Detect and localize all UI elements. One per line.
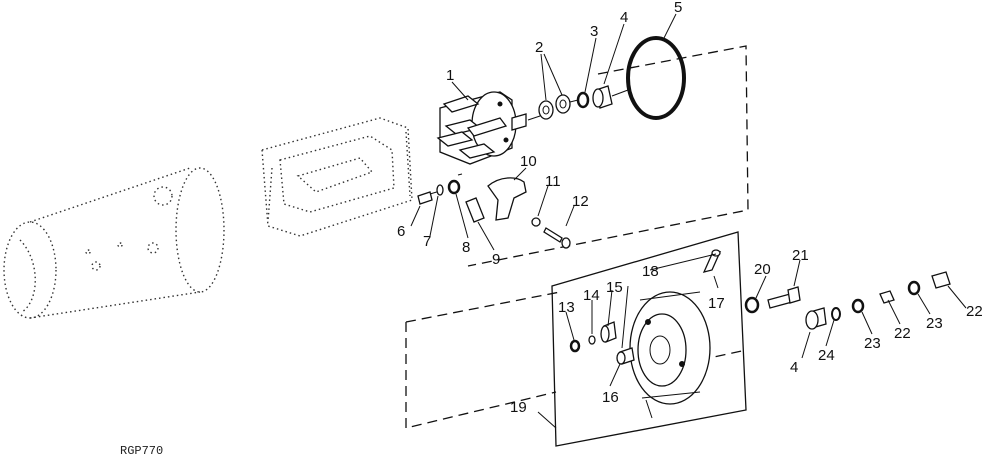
- callout-4-upper: 4: [620, 9, 628, 26]
- bushing-15: [600, 321, 617, 343]
- o-ring: [626, 36, 686, 120]
- callout-6: 6: [397, 223, 405, 240]
- callout-13: 13: [558, 299, 575, 316]
- callout-21: 21: [792, 247, 809, 264]
- callout-9: 9: [492, 251, 500, 268]
- upper-group-dashed-outline: [467, 45, 749, 267]
- small-hardware-left: [417, 173, 485, 223]
- callout-5: 5: [674, 0, 682, 16]
- callout-1: 1: [446, 67, 454, 84]
- callout-3: 3: [590, 23, 598, 40]
- callout-2: 2: [535, 39, 543, 56]
- callout-16: 16: [602, 389, 619, 406]
- field-coil-outline: [261, 117, 413, 237]
- callout-22-left: 22: [894, 325, 911, 342]
- brush-spring-bracket: [487, 177, 527, 221]
- callout-15: 15: [606, 279, 623, 296]
- callout-labels: 1 2 3 4 5 6 7 8 9 10 11 12 13 14 15 16 1…: [397, 0, 983, 416]
- washer-13: [569, 339, 581, 353]
- end-frame-housing: [629, 291, 711, 405]
- callout-7: 7: [423, 233, 431, 250]
- callout-22-right: 22: [966, 303, 983, 320]
- callout-14: 14: [583, 287, 600, 304]
- snap-ring: [576, 91, 590, 109]
- thrust-washers: [538, 94, 571, 120]
- roll-pin-17: [702, 249, 722, 273]
- callout-10: 10: [520, 153, 537, 170]
- callout-8: 8: [462, 239, 470, 256]
- callout-12: 12: [572, 193, 589, 210]
- motor-housing-outline: [3, 167, 225, 319]
- callout-24: 24: [818, 347, 835, 364]
- callout-19: 19: [510, 399, 527, 416]
- end-frame-plate: [551, 231, 747, 447]
- callout-23-right: 23: [926, 315, 943, 332]
- leader-lines: [410, 13, 967, 429]
- right-hardware: [744, 271, 951, 330]
- bushing-upper: [592, 85, 613, 109]
- callout-11: 11: [545, 173, 561, 190]
- callout-17: 17: [708, 295, 725, 312]
- brush-holder-assembly: [436, 91, 527, 165]
- callout-4-lower: 4: [790, 359, 798, 376]
- callout-20: 20: [754, 261, 771, 278]
- assembly-axis-line: [527, 89, 629, 121]
- pin-16: [616, 347, 635, 365]
- long-screw: [543, 227, 571, 249]
- callout-23-left: 23: [864, 335, 881, 352]
- figure-reference: RGP770: [120, 444, 163, 456]
- callout-18: 18: [642, 263, 659, 280]
- small-ring: [531, 217, 541, 227]
- washer-14: [588, 335, 596, 345]
